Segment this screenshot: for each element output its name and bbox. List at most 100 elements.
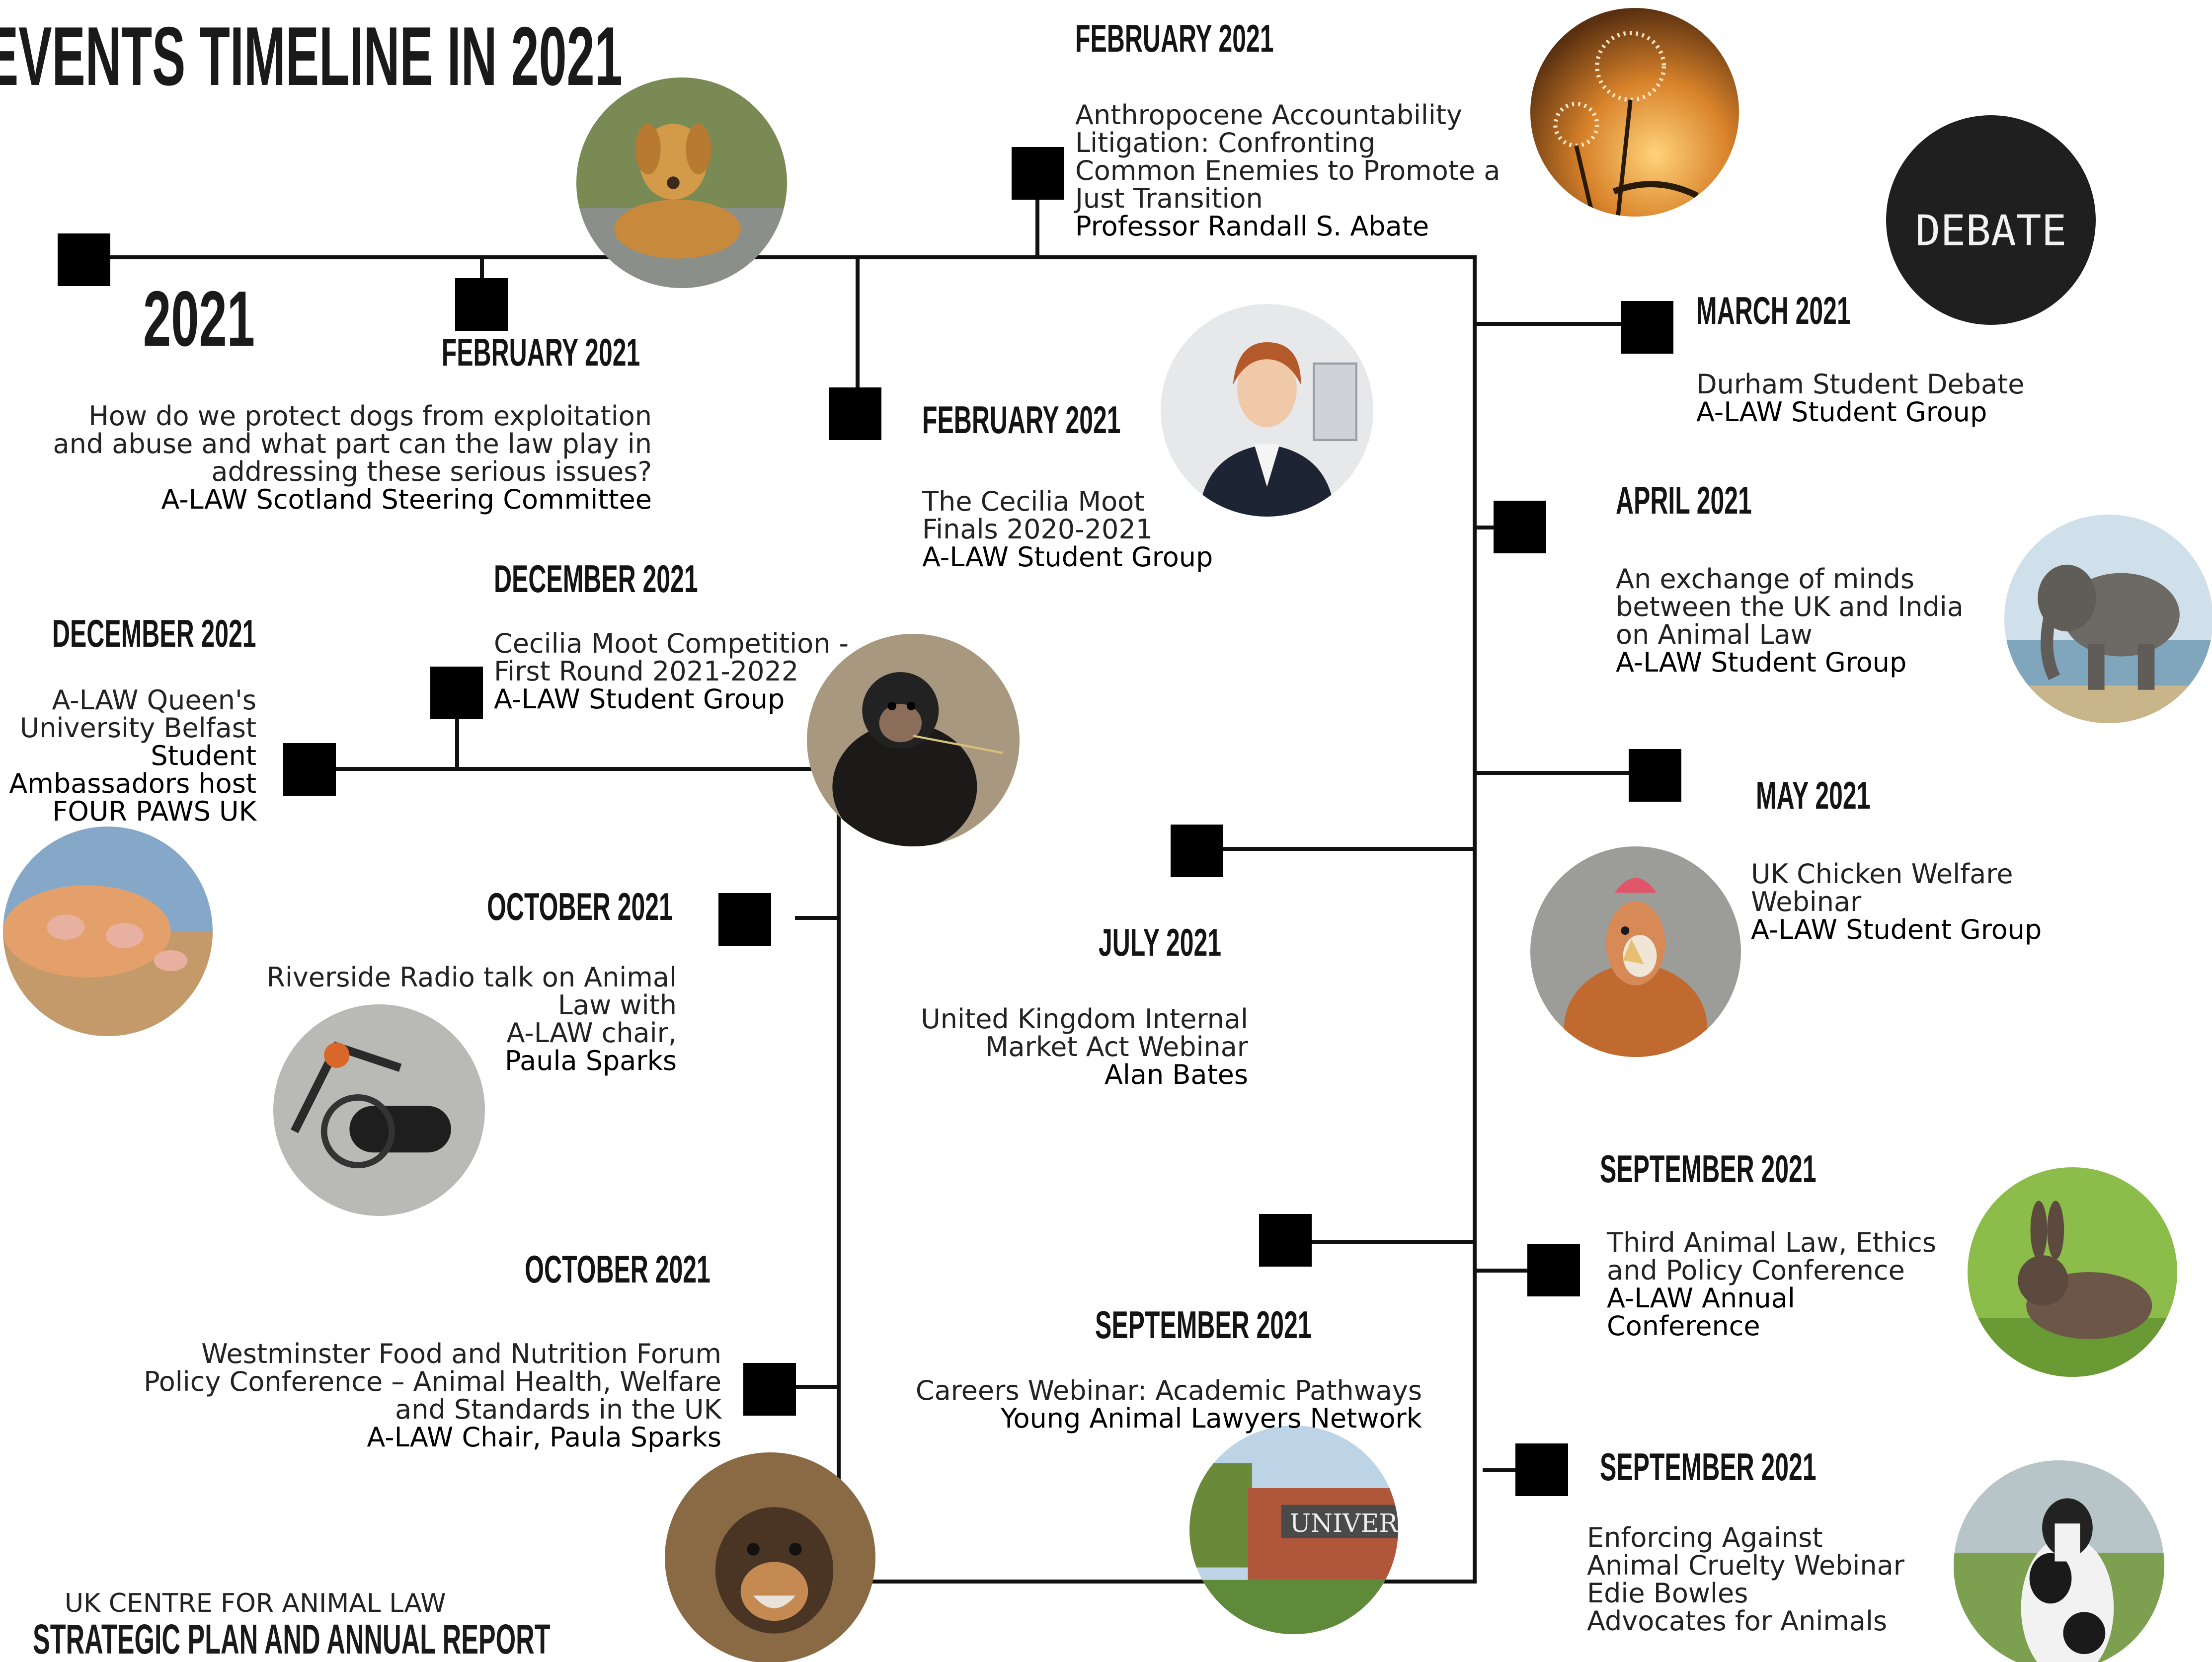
event-text-march: Durham Student Debate <box>1696 369 2025 400</box>
cat-paws-photo <box>3 827 213 1036</box>
event-org-sep-careers: Young Animal Lawyers Network <box>1000 1403 1422 1434</box>
may-connector <box>1473 771 1632 775</box>
page-title: EVENTS TIMELINE IN 2021 <box>0 9 623 103</box>
event-date-feb-anthropocene: FEBRUARY 2021 <box>1075 16 1274 60</box>
smiling-dog-photo <box>665 1452 875 1662</box>
event-text-dec-cecilia: Cecilia Moot Competition - First Round 2… <box>494 628 849 687</box>
event-date-sep-cruelty: SEPTEMBER 2021 <box>1600 1445 1817 1489</box>
event-org-feb-dogs: A-LAW Scotland Steering Committee <box>161 484 652 515</box>
event-date-oct-radio: OCTOBER 2021 <box>487 885 673 928</box>
node-dec-belfast <box>283 743 336 796</box>
dog-photo <box>576 77 787 288</box>
event-desc-july: United Kingdom Internal Market Act Webin… <box>921 978 1248 1117</box>
top-main-line <box>84 255 1476 259</box>
event-org-dec-cecilia: A-LAW Student Group <box>494 683 785 715</box>
footer-org: UK CENTRE FOR ANIMAL LAW <box>65 1588 446 1618</box>
july-connector <box>1222 847 1477 851</box>
node-dec-cecilia <box>430 667 483 719</box>
footer-report-title: STRATEGIC PLAN AND ANNUAL REPORT <box>33 1616 551 1662</box>
node-oct-westminster <box>743 1363 796 1416</box>
event-desc-oct-radio: Riverside Radio talk on Animal Law with … <box>266 936 677 1103</box>
event-desc-dec-belfast: A-LAW Queen's University Belfast Student… <box>9 659 256 853</box>
node-feb-dogs <box>455 278 508 331</box>
event-date-dec-belfast: DECEMBER 2021 <box>52 611 256 655</box>
node-sep-conference <box>1527 1244 1580 1296</box>
event-date-july: JULY 2021 <box>1098 920 1221 964</box>
feb-dogs-connector <box>480 255 484 283</box>
chimpanzee-photo <box>807 634 1020 846</box>
oct-radio-connector <box>795 916 840 920</box>
event-text-feb-dogs: How do we protect dogs from exploitation… <box>53 400 652 487</box>
year-label: 2021 <box>143 275 255 363</box>
event-date-sep-conference: SEPTEMBER 2021 <box>1600 1147 1817 1191</box>
event-org-sep-conference: A-LAW Annual Conference <box>1607 1283 1795 1342</box>
cow-photo <box>1954 1460 2164 1662</box>
dec-cecilia-connector <box>455 715 459 769</box>
event-text-feb-anthropocene: Anthropocene Accountability Litigation: … <box>1075 99 1501 214</box>
event-text-sep-careers: Careers Webinar: Academic Pathways <box>915 1375 1422 1406</box>
feb-anthropocene-connector <box>1035 194 1039 258</box>
event-text-feb-cecilia: The Cecilia Moot Finals 2020-2021 <box>922 486 1153 545</box>
microphone-photo <box>273 1004 485 1216</box>
node-oct-radio <box>718 893 771 946</box>
event-date-feb-cecilia: FEBRUARY 2021 <box>922 398 1121 442</box>
event-text-july: United Kingdom Internal Market Act Webin… <box>921 1003 1248 1062</box>
event-desc-feb-dogs: How do we protect dogs from exploitation… <box>53 375 652 541</box>
event-org-dec-belfast: Student Ambassadors host FOUR PAWS UK <box>9 740 256 827</box>
event-desc-sep-cruelty: Enforcing Against Animal Cruelty Webinar… <box>1587 1496 1904 1635</box>
event-org-march: A-LAW Student Group <box>1696 396 1987 428</box>
event-date-may: MAY 2021 <box>1756 773 1871 817</box>
event-desc-feb-cecilia: The Cecilia Moot Finals 2020-2021 A-LAW … <box>922 460 1213 599</box>
oct-westminster-connector <box>795 1385 840 1389</box>
event-org-oct-radio: Paula Sparks <box>505 1045 677 1076</box>
march-connector <box>1473 322 1627 326</box>
event-date-feb-dogs: FEBRUARY 2021 <box>441 330 640 374</box>
right-vertical-line <box>1473 255 1477 1583</box>
event-org-feb-anthropocene: Professor Randall S. Abate <box>1075 211 1429 242</box>
event-date-march: MARCH 2021 <box>1696 289 1851 332</box>
december-line <box>335 767 841 771</box>
event-desc-april: An exchange of minds between the UK and … <box>1616 537 1964 704</box>
woman-portrait-photo <box>1161 304 1373 517</box>
event-date-sep-careers: SEPTEMBER 2021 <box>1095 1303 1312 1347</box>
chicken-photo <box>1530 846 1741 1057</box>
event-desc-sep-careers: Careers Webinar: Academic Pathways Young… <box>916 1349 1422 1460</box>
event-text-oct-radio: Riverside Radio talk on Animal Law with … <box>266 962 677 1049</box>
event-org-april: A-LAW Student Group <box>1616 647 1907 678</box>
event-desc-dec-cecilia: Cecilia Moot Competition - First Round 2… <box>494 602 849 741</box>
node-march <box>1621 301 1673 354</box>
event-text-dec-belfast: A-LAW Queen's University Belfast <box>19 684 256 744</box>
event-text-sep-cruelty: Enforcing Against Animal Cruelty Webinar… <box>1587 1522 1904 1637</box>
event-org-oct-westminster: A-LAW Chair, Paula Sparks <box>367 1422 721 1453</box>
sep-careers-connector <box>1311 1240 1477 1244</box>
event-text-may: UK Chicken Welfare Webinar <box>1751 858 2013 917</box>
event-desc-sep-conference: Third Animal Law, Ethics and Policy Conf… <box>1607 1201 1936 1368</box>
debate-board-photo: DEBATE <box>1886 115 2096 325</box>
node-start <box>58 233 110 286</box>
bottom-line <box>840 1580 1477 1584</box>
event-org-may: A-LAW Student Group <box>1751 914 2042 945</box>
event-date-dec-cecilia: DECEMBER 2021 <box>494 557 698 601</box>
center-vertical-line <box>837 807 841 1583</box>
event-date-oct-westminster: OCTOBER 2021 <box>525 1247 711 1291</box>
event-desc-feb-anthropocene: Anthropocene Accountability Litigation: … <box>1075 74 1500 268</box>
event-desc-oct-westminster: Westminster Food and Nutrition Forum Pol… <box>144 1312 721 1479</box>
rabbit-photo <box>1968 1167 2177 1377</box>
event-org-july: Alan Bates <box>1104 1059 1248 1090</box>
node-feb-cecilia <box>829 387 881 440</box>
node-may <box>1629 749 1681 802</box>
event-desc-may: UK Chicken Welfare Webinar A-LAW Student… <box>1751 832 2042 972</box>
node-sep-cruelty <box>1515 1443 1568 1496</box>
event-desc-march: Durham Student Debate A-LAW Student Grou… <box>1696 343 2024 454</box>
sep-cruelty-connector <box>1483 1468 1516 1472</box>
university-sign-photo: UNIVERS <box>1189 1426 1398 1634</box>
elephant-photo <box>2004 515 2212 723</box>
debate-board-text: DEBATE <box>1915 207 2067 255</box>
node-april <box>1494 501 1546 553</box>
university-sign-text: UNIVERS <box>1290 1509 1398 1538</box>
event-org-feb-cecilia: A-LAW Student Group <box>922 541 1213 573</box>
event-text-sep-conference: Third Animal Law, Ethics and Policy Conf… <box>1607 1227 1936 1286</box>
sep-conference-connector <box>1473 1269 1528 1273</box>
node-sep-careers <box>1259 1214 1312 1267</box>
